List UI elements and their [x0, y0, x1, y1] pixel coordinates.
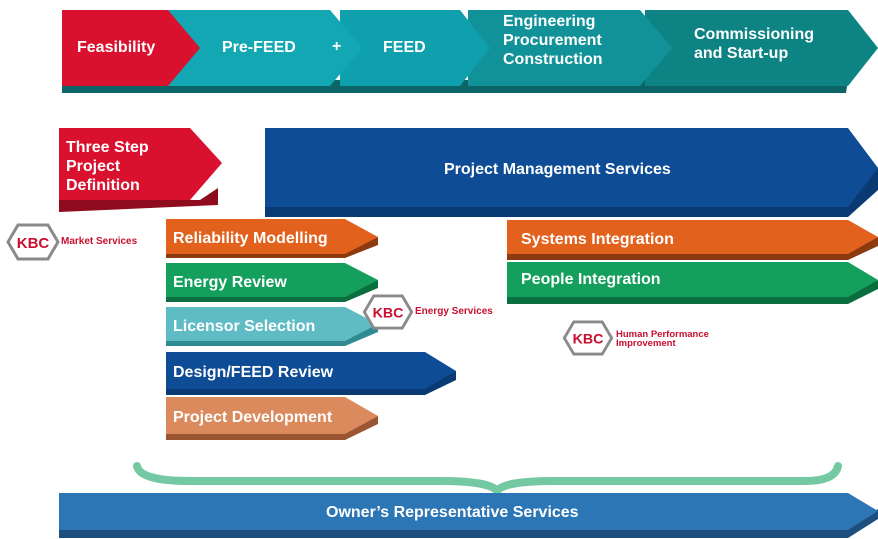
grouping-brace — [133, 462, 842, 498]
service-arrows — [166, 219, 456, 440]
project-management-arrow — [265, 128, 878, 217]
service-reliability-label: Reliability Modelling — [173, 230, 328, 247]
project-management-label: Project Management Services — [444, 161, 671, 178]
phase-bar — [62, 10, 878, 93]
owners-rep-label: Owner’s Representative Services — [326, 504, 579, 521]
phase-feasibility-label: Feasibility — [77, 39, 156, 56]
systems-integration-label: Systems Integration — [521, 231, 674, 248]
phase-commissioning-label: Commissioning and Start-up — [694, 26, 815, 62]
kbc-human-performance-caption: Human Performance Improvement — [616, 329, 709, 349]
three-step-arrow — [59, 128, 222, 212]
people-integration-label: People Integration — [521, 271, 661, 288]
phase-epc-arrow — [468, 10, 672, 86]
integration-arrows — [507, 220, 878, 304]
kbc-logo-icon: KBC — [362, 294, 414, 330]
service-licensor-label: Licensor Selection — [173, 318, 316, 335]
owners-rep-arrow — [59, 493, 878, 538]
kbc-energy-services-badge: KBC — [362, 294, 414, 330]
kbc-logo-text: KBC — [573, 332, 604, 348]
kbc-logo-text: KBC — [17, 235, 50, 252]
service-energy-review-label: Energy Review — [173, 274, 287, 291]
kbc-market-services-caption: Market Services — [61, 236, 138, 247]
kbc-human-performance-badge: KBC — [562, 320, 614, 356]
phase-feed-arrow — [340, 10, 490, 86]
phase-feasibility-arrow — [62, 10, 200, 86]
service-design-feed-label: Design/FEED Review — [173, 364, 334, 381]
phase-feed-label: FEED — [383, 39, 426, 56]
phase-prefeed-arrow — [165, 10, 362, 86]
kbc-logo-icon: KBC — [6, 223, 60, 261]
service-project-development-label: Project Development — [173, 409, 333, 426]
kbc-logo-icon: KBC — [562, 320, 614, 356]
three-step-label: Three Step Project Definition — [66, 139, 149, 194]
phase-prefeed-label: Pre-FEED — [222, 39, 296, 56]
phase-epc-label: Engineering Procurement Construction — [503, 13, 603, 68]
phase-commissioning-arrow — [645, 10, 878, 86]
kbc-energy-services-caption: Energy Services — [415, 306, 493, 317]
phase-plus-label: + — [332, 38, 342, 55]
kbc-logo-text: KBC — [373, 306, 404, 322]
kbc-market-services-badge: KBC — [6, 223, 60, 261]
